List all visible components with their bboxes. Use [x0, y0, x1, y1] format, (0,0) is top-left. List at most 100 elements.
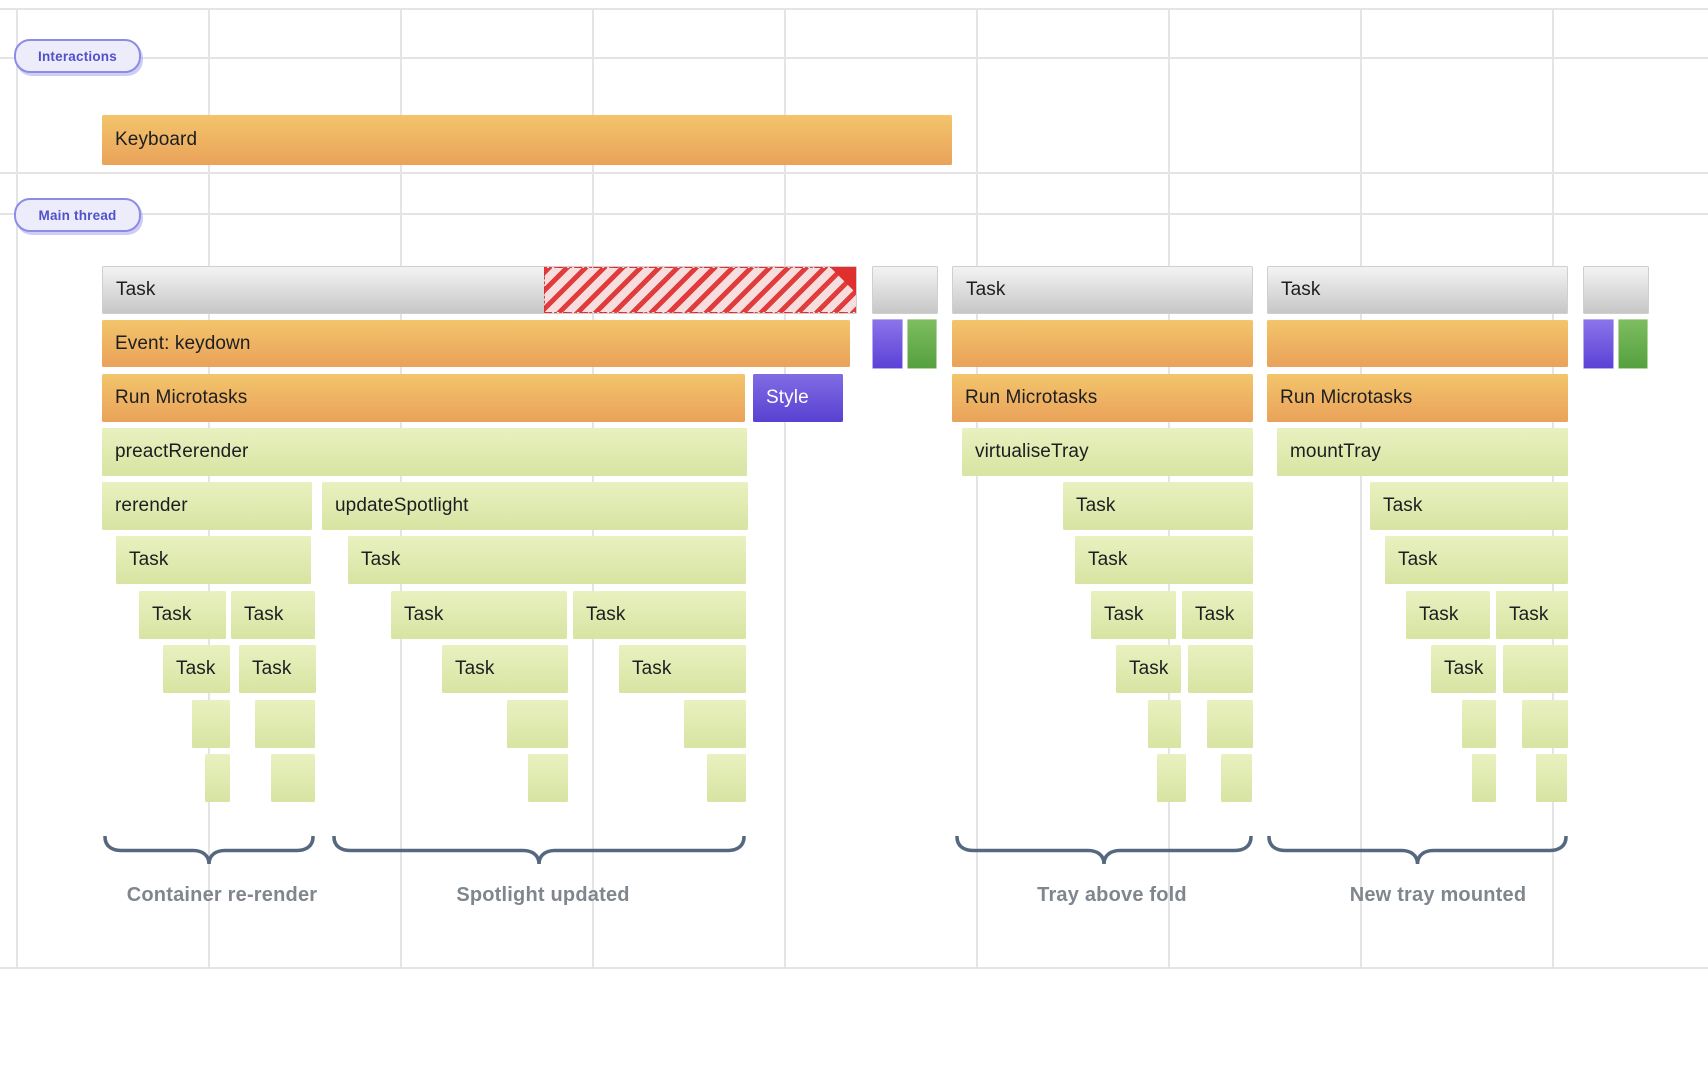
run-microtasks-2[interactable]: Run Microtasks: [952, 374, 1253, 422]
flame-bar-label: Task: [455, 658, 495, 679]
flame-bar-task[interactable]: Task: [139, 591, 226, 639]
flame-bar[interactable]: [1522, 700, 1568, 748]
flame-bar-task[interactable]: Task: [1385, 536, 1568, 584]
task-root-1[interactable]: Task: [102, 266, 857, 314]
flame-bar[interactable]: [1148, 700, 1181, 748]
mount-tray[interactable]: mountTray: [1277, 428, 1568, 476]
flame-bar-task[interactable]: Task: [1116, 645, 1181, 693]
flame-bar[interactable]: [952, 320, 1253, 367]
flame-bar[interactable]: [707, 754, 746, 802]
annotation-label: Tray above fold: [1037, 884, 1187, 906]
flame-bar[interactable]: [205, 754, 230, 802]
annotation-bracket: [1267, 836, 1568, 865]
annotation-label: Spotlight updated: [456, 884, 630, 906]
flame-bar[interactable]: [1536, 754, 1567, 802]
flame-bar-label: Task: [1129, 658, 1169, 679]
annotation-bracket: [103, 836, 315, 865]
flame-bar[interactable]: [1503, 645, 1568, 693]
style-recalc[interactable]: Style: [753, 374, 843, 422]
flame-bar-task[interactable]: Task: [1091, 591, 1176, 639]
flame-bar-label: Event: keydown: [115, 332, 251, 354]
gc-chip[interactable]: [907, 319, 937, 369]
flame-bar-task[interactable]: Task: [1370, 482, 1568, 530]
flame-bar[interactable]: [1462, 700, 1496, 748]
gridline-vertical: [976, 8, 978, 967]
annotation-bracket: [955, 836, 1253, 865]
flame-bar[interactable]: [507, 700, 568, 748]
flame-bar-task[interactable]: Task: [391, 591, 567, 639]
gridline-vertical: [784, 8, 786, 967]
flame-bar-label: Task: [1281, 279, 1321, 300]
flame-bar-task[interactable]: Task: [1406, 591, 1490, 639]
flame-bar-task[interactable]: Task: [348, 536, 746, 584]
gridline-horizontal: [0, 967, 1708, 969]
preact-rerender[interactable]: preactRerender: [102, 428, 747, 476]
task-tail-1[interactable]: [872, 266, 938, 314]
gridline-vertical: [16, 8, 18, 967]
task-tail-3[interactable]: [1583, 266, 1649, 314]
run-microtasks-3[interactable]: Run Microtasks: [1267, 374, 1568, 422]
flame-bar[interactable]: [1221, 754, 1252, 802]
flame-bar-label: Task: [244, 604, 284, 625]
flame-bar[interactable]: [192, 700, 230, 748]
flame-bar-label: mountTray: [1290, 441, 1382, 462]
interaction-keyboard[interactable]: Keyboard: [102, 115, 952, 165]
flame-bar-task[interactable]: Task: [1063, 482, 1253, 530]
flame-bar-label: Run Microtasks: [115, 387, 248, 408]
run-microtasks-1[interactable]: Run Microtasks: [102, 374, 745, 422]
flame-bar-label: virtualiseTray: [975, 441, 1089, 462]
flame-bar-label: Task: [1444, 658, 1484, 679]
main-thread-track-pill[interactable]: Main thread: [14, 198, 141, 232]
flame-bar-label: updateSpotlight: [335, 495, 469, 516]
flame-bar[interactable]: [271, 754, 315, 802]
flame-bar-label: Task: [966, 279, 1006, 300]
flame-bar-task[interactable]: Task: [573, 591, 746, 639]
flame-bar-task[interactable]: Task: [1075, 536, 1253, 584]
scheduler-chip[interactable]: [872, 319, 903, 369]
flame-bar-label: Style: [766, 387, 809, 408]
flame-bar[interactable]: [255, 700, 315, 748]
update-spotlight[interactable]: updateSpotlight: [322, 482, 748, 530]
flame-bar[interactable]: [528, 754, 568, 802]
flame-bar-task[interactable]: Task: [239, 645, 316, 693]
annotation-bracket: [332, 836, 746, 865]
flame-bar[interactable]: [1188, 645, 1253, 693]
flame-bar-label: Task: [1195, 604, 1235, 625]
flame-bar-task[interactable]: Task: [1496, 591, 1568, 639]
annotation-label: Container re-render: [126, 884, 318, 906]
flame-bar-task[interactable]: Task: [231, 591, 315, 639]
flame-bar-label: Keyboard: [115, 129, 198, 150]
flame-bar-label: Task: [1398, 549, 1438, 570]
flame-bar-label: Task: [116, 279, 156, 300]
task-root-3[interactable]: Task: [1267, 266, 1568, 314]
flame-bar-task[interactable]: Task: [1182, 591, 1253, 639]
task-root-2[interactable]: Task: [952, 266, 1253, 314]
flame-bar[interactable]: [1472, 754, 1496, 802]
event-keydown[interactable]: Event: keydown: [102, 320, 850, 367]
flame-bar-task[interactable]: Task: [442, 645, 568, 693]
flame-bar-label: Task: [152, 604, 192, 625]
flame-bar[interactable]: [1267, 320, 1568, 367]
flame-bar-label: Run Microtasks: [1280, 387, 1413, 408]
flame-bar-label: Task: [586, 604, 626, 625]
flame-bar-task[interactable]: Task: [619, 645, 746, 693]
flame-bar-label: Task: [1419, 604, 1459, 625]
flame-bar-task[interactable]: Task: [1431, 645, 1496, 693]
flame-bar[interactable]: [684, 700, 746, 748]
flame-bar[interactable]: [1207, 700, 1253, 748]
flame-bar-task[interactable]: Task: [116, 536, 311, 584]
flame-bar-task[interactable]: Task: [163, 645, 230, 693]
rerender[interactable]: rerender: [102, 482, 312, 530]
flame-bar[interactable]: [1157, 754, 1186, 802]
flame-bar-label: Task: [1104, 604, 1144, 625]
scheduler-chip-2[interactable]: [1583, 319, 1614, 369]
gc-chip-2[interactable]: [1618, 319, 1648, 369]
flame-bar-label: Task: [176, 658, 216, 679]
long-task-hatch-overlay: [544, 267, 856, 313]
interactions-track-pill[interactable]: Interactions: [14, 39, 141, 73]
virtualise-tray[interactable]: virtualiseTray: [962, 428, 1253, 476]
gridline-horizontal: [0, 213, 1708, 215]
gridline-vertical: [1360, 8, 1362, 967]
flame-bar-label: Task: [1088, 549, 1128, 570]
